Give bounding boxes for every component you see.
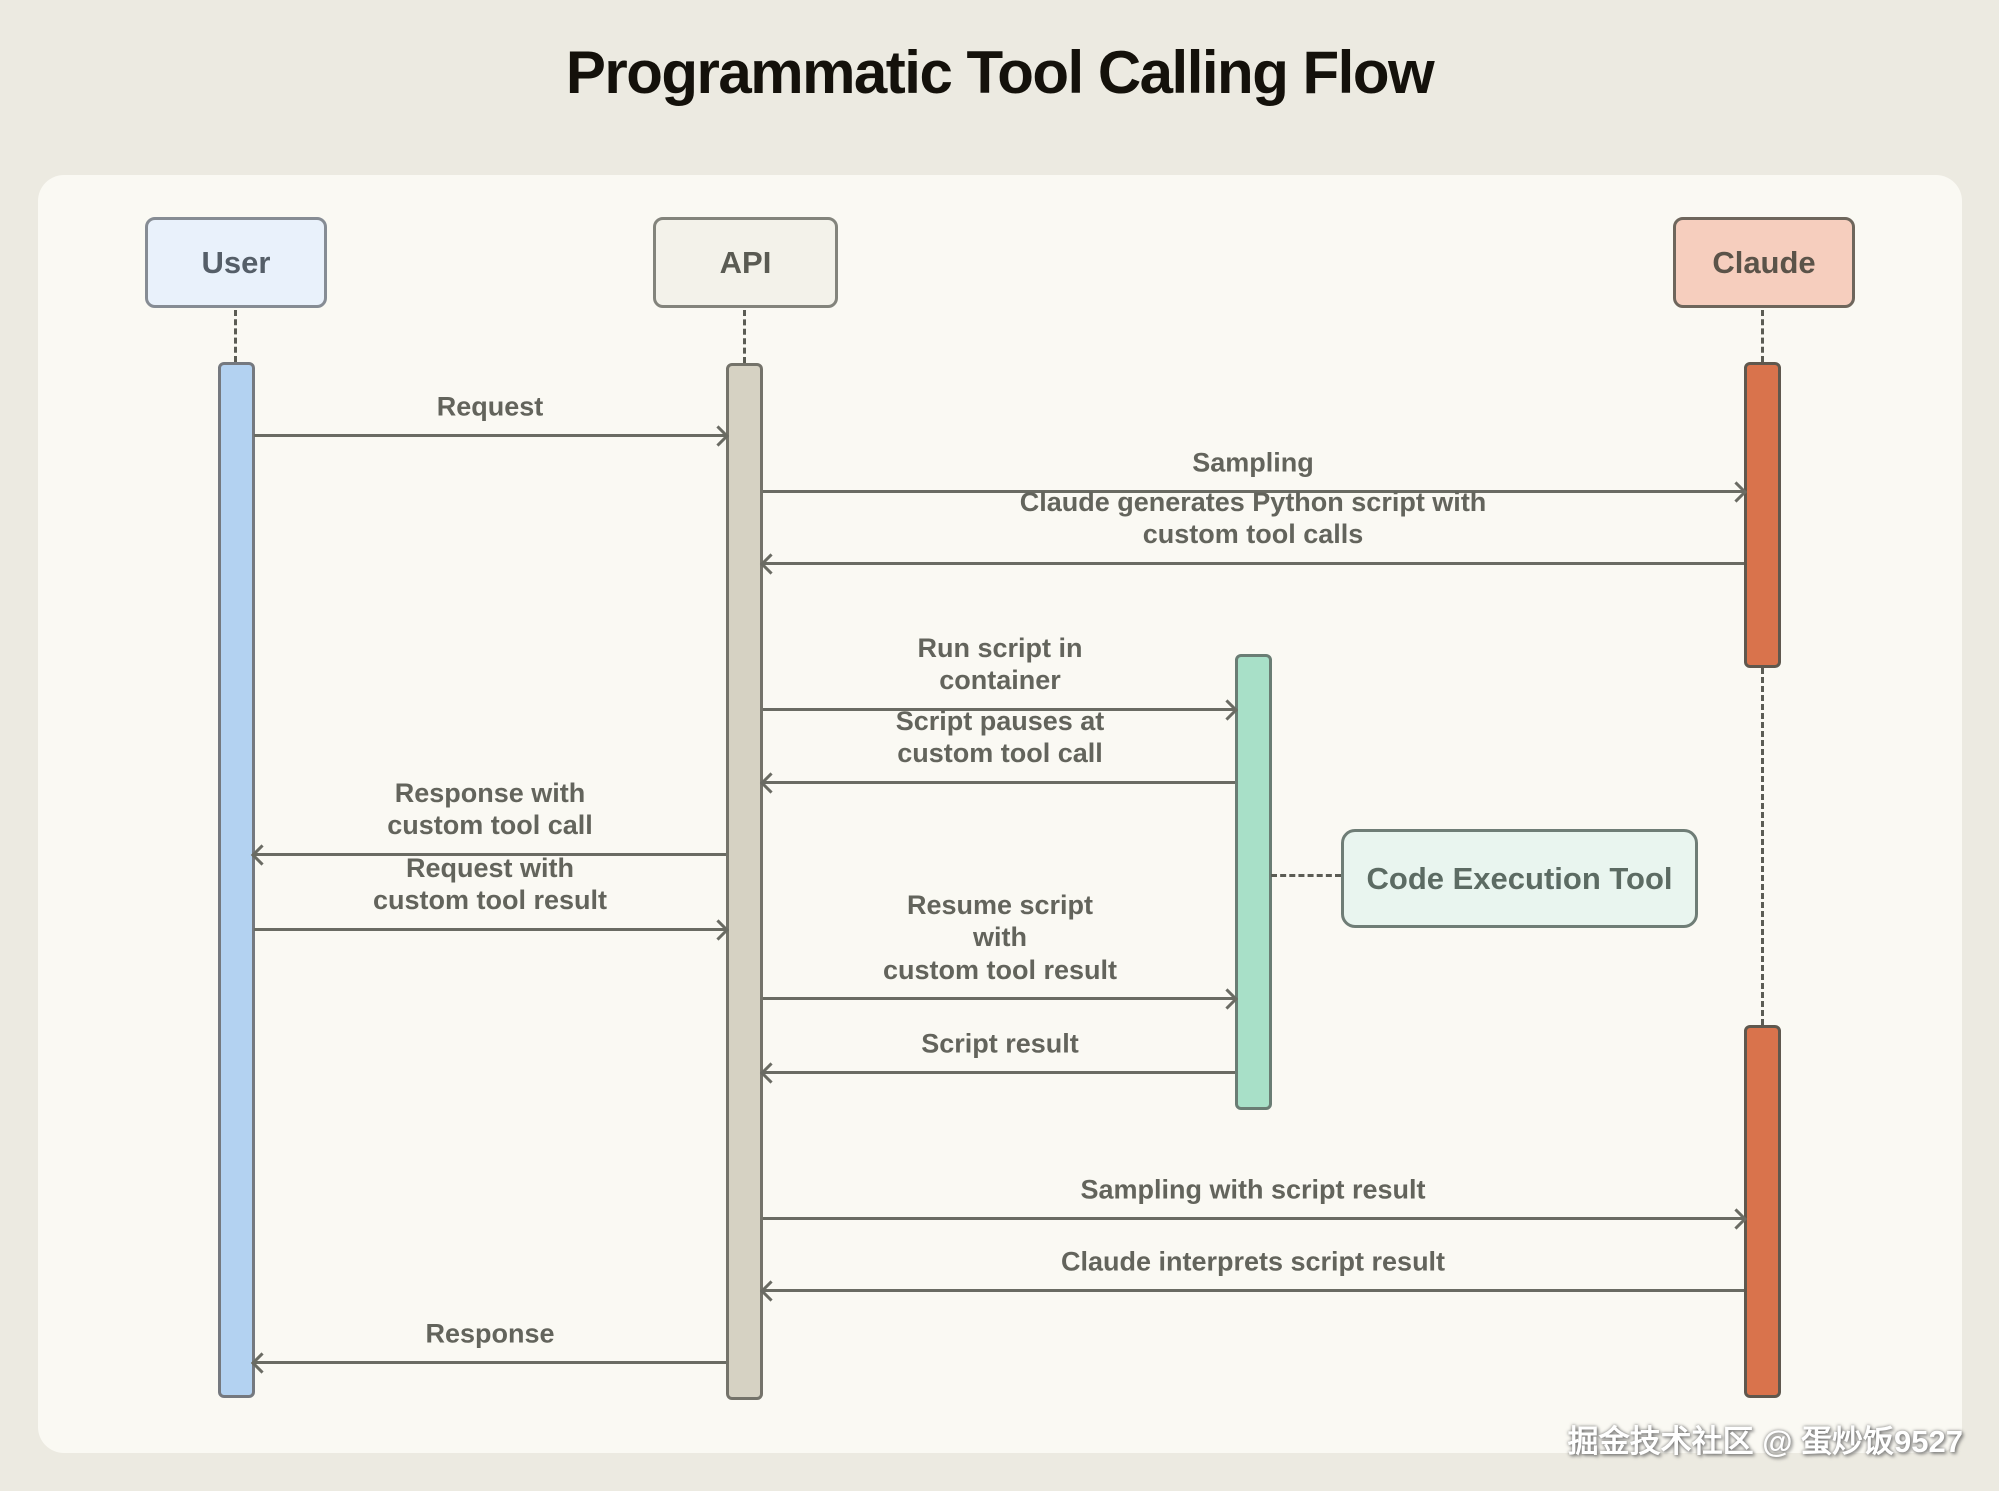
page-title: Programmatic Tool Calling Flow xyxy=(565,39,1435,106)
activation-code-execution xyxy=(1235,654,1272,1110)
activation-user xyxy=(218,362,255,1398)
lifeline-claude xyxy=(1761,310,1764,362)
message-label: Sampling xyxy=(1192,447,1314,478)
code-execution-tool-box: Code Execution Tool xyxy=(1341,829,1698,928)
message-arrow: Response xyxy=(250,1319,726,1374)
message-label: Response xyxy=(425,1318,555,1349)
message-label: Request xyxy=(436,391,544,422)
activation-api xyxy=(726,363,763,1400)
actor-api-label: API xyxy=(719,244,772,280)
message-label: Request with custom tool result xyxy=(372,853,608,916)
message-arrow: Script pauses at custom tool call xyxy=(759,706,1235,794)
message-arrow: Resume script with custom tool result xyxy=(763,890,1239,1010)
message-label: Run script in container xyxy=(917,633,1083,696)
message-label: Script result xyxy=(921,1028,1079,1059)
message-arrow: Request xyxy=(254,392,730,447)
lifeline-api xyxy=(743,310,746,363)
actor-user-label: User xyxy=(201,244,271,280)
code-execution-tool-label: Code Execution Tool xyxy=(1366,860,1673,896)
message-label: Script pauses at custom tool call xyxy=(895,706,1105,769)
lifeline-claude-gap xyxy=(1761,668,1764,1025)
diagram-panel xyxy=(38,175,1962,1453)
tool-connector-dashed-line xyxy=(1271,874,1341,877)
message-arrow: Claude generates Python script with cust… xyxy=(759,487,1744,575)
actor-claude: Claude xyxy=(1673,217,1855,308)
message-arrow: Request with custom tool result xyxy=(254,853,730,941)
message-label: Claude generates Python script with cust… xyxy=(1019,487,1487,550)
message-arrow: Sampling with script result xyxy=(763,1175,1748,1230)
message-label: Claude interprets script result xyxy=(1060,1246,1446,1277)
message-arrow: Run script in container xyxy=(763,633,1239,721)
actor-user: User xyxy=(145,217,327,308)
message-arrow: Claude interprets script result xyxy=(759,1247,1744,1302)
actor-api: API xyxy=(653,217,838,308)
watermark: 掘金技术社区 @ 蛋炒饭9527 xyxy=(1567,1424,1963,1459)
lifeline-user xyxy=(234,310,237,362)
message-label: Sampling with script result xyxy=(1080,1174,1426,1205)
message-label: Response with custom tool call xyxy=(387,778,593,841)
message-arrow: Sampling xyxy=(763,448,1748,503)
message-arrow: Response with custom tool call xyxy=(250,778,726,866)
message-arrow: Script result xyxy=(759,1029,1235,1084)
actor-claude-label: Claude xyxy=(1712,244,1816,280)
activation-claude-1 xyxy=(1744,362,1781,668)
activation-claude-2 xyxy=(1744,1025,1781,1398)
message-label: Resume script with custom tool result xyxy=(882,889,1118,985)
